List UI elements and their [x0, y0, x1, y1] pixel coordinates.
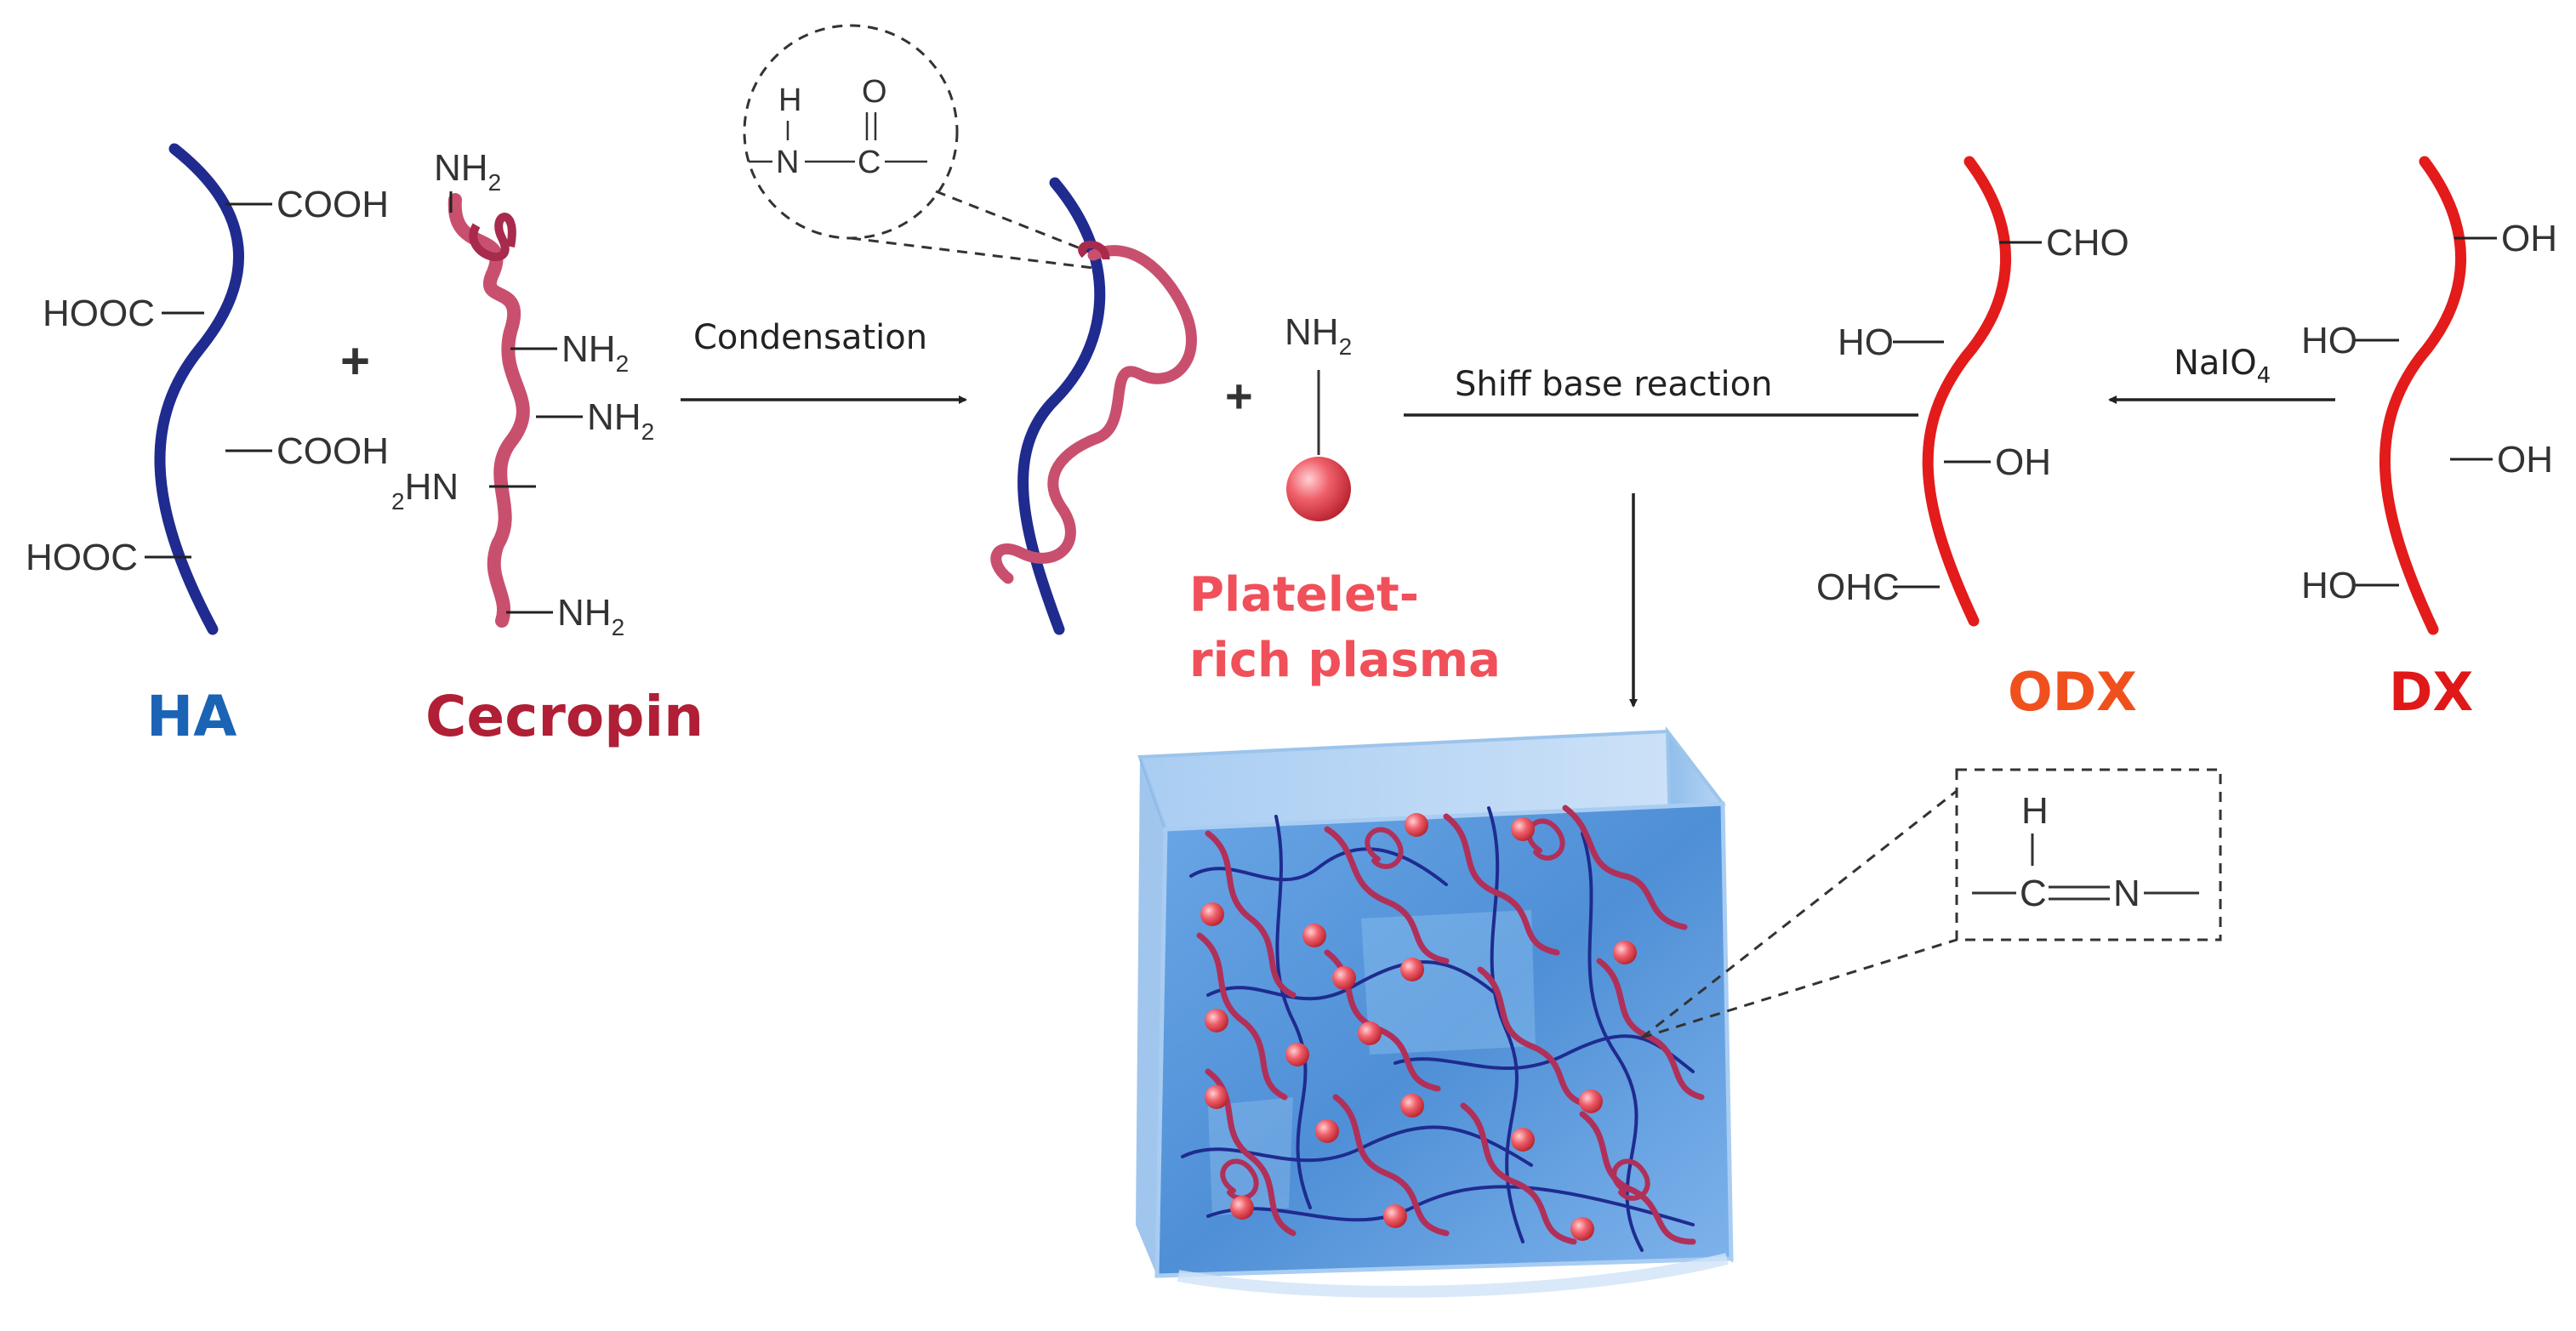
- amide-carbon: C: [858, 145, 881, 180]
- dx-molecule: OH HO OH HO DX: [2301, 156, 2557, 723]
- cecropin-label: Cecropin: [425, 684, 704, 749]
- conjugate-peptide: [990, 245, 1197, 584]
- hydroxyl-label: HO: [1838, 321, 1894, 363]
- cecropin-strand: [447, 193, 530, 628]
- plus-sign: +: [1225, 369, 1253, 423]
- odx-molecule: CHO HO OH OHC ODX: [1816, 156, 2137, 723]
- imine-carbon: C: [2020, 873, 2047, 914]
- ha-label: HA: [146, 684, 237, 749]
- hydroxyl-label: HO: [2301, 565, 2357, 606]
- hooc-label: HOOC: [26, 537, 138, 578]
- amine-label: NH2: [557, 592, 624, 640]
- hydroxyl-label: HO: [2301, 320, 2357, 361]
- hydroxyl-label: OH: [2501, 218, 2557, 259]
- amine-label: NH2: [561, 328, 629, 377]
- dx-backbone: [2379, 156, 2467, 635]
- hydroxyl-label: OH: [1995, 441, 2051, 483]
- gel-front-face: [1154, 801, 1734, 1278]
- amide-oxygen: O: [862, 74, 887, 110]
- amine-label: NH2: [1285, 311, 1352, 360]
- dx-label: DX: [2389, 661, 2473, 723]
- amine-label: NH2: [587, 396, 654, 445]
- shiff-base-label: Shiff base reaction: [1455, 365, 1773, 404]
- ha-cecropin-conjugate: [990, 177, 1197, 635]
- amine-label: NH2: [434, 147, 501, 196]
- hydroxyl-label: OH: [2497, 439, 2553, 481]
- plus-sign: +: [340, 333, 370, 390]
- platelet-label-line1: Platelet-: [1189, 567, 1419, 623]
- platelet-label-line2: rich plasma: [1189, 633, 1501, 688]
- imine-hydrogen: H: [2021, 790, 2049, 832]
- polymer-network: [1181, 805, 1705, 1252]
- amine-label: 2HN: [391, 466, 459, 515]
- cooh-label: COOH: [276, 184, 389, 225]
- amide-nitrogen: N: [776, 145, 799, 180]
- condensation-label: Condensation: [693, 318, 927, 357]
- prp-amine: NH2 Platelet- rich plasma: [1189, 311, 1501, 688]
- platelet-bead: [1286, 457, 1351, 521]
- cecropin-molecule: NH2 NH2 NH2 2HN NH2 Cecropin: [391, 147, 704, 749]
- odx-backbone: [1922, 156, 2012, 627]
- hydrogel-cube: [1136, 725, 1734, 1298]
- imine-nitrogen: N: [2113, 873, 2140, 914]
- cooh-label: COOH: [276, 430, 389, 472]
- periodate-label: NaIO4: [2174, 344, 2271, 389]
- gel-platelets: [1200, 813, 1637, 1241]
- aldehyde-label: OHC: [1816, 566, 1900, 608]
- ha-molecule: COOH HOOC COOH HOOC HA: [26, 143, 389, 749]
- amide-bond-inset: H O N C: [743, 24, 1098, 270]
- odx-label: ODX: [2008, 661, 2137, 723]
- hooc-label: HOOC: [43, 293, 155, 334]
- imine-bond-inset: H C N: [1641, 768, 2222, 1039]
- aldehyde-label: CHO: [2046, 222, 2129, 264]
- amide-hydrogen: H: [778, 82, 801, 118]
- ha-backbone: [154, 143, 245, 635]
